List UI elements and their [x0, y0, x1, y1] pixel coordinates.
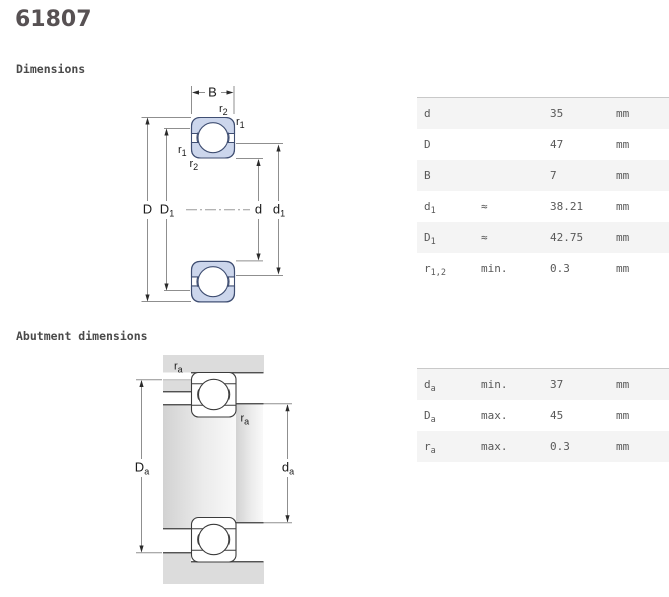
- label-d: d: [255, 202, 262, 217]
- dimension-qualifier: min.: [481, 262, 508, 275]
- bearing-cross-section-diagram: B D D1 d d1 r2 r1 r1 r2: [141, 85, 285, 303]
- dimension-symbol: d1: [424, 200, 436, 217]
- dimension-value: 38.21: [550, 200, 584, 213]
- dimension-unit: mm: [616, 169, 630, 182]
- label-r1-right: r1: [236, 116, 245, 130]
- dimension-unit: mm: [616, 107, 630, 120]
- dimension-qualifier: [481, 160, 550, 191]
- label-d1: d1: [273, 202, 285, 219]
- ball-bottom: [197, 266, 229, 298]
- dimension-unit: mm: [616, 200, 630, 213]
- table-row: r1,2 min. 0.3 mm: [417, 253, 669, 284]
- dimension-qualifier: min.: [481, 378, 508, 391]
- abutment-diagram: Da da ra ra: [135, 355, 294, 584]
- dimension-qualifier: [481, 98, 550, 129]
- label-ra-bottom: ra: [241, 413, 250, 427]
- dimension-symbol: Da: [424, 409, 436, 426]
- dimension-qualifier: [481, 129, 550, 160]
- dimensions-heading: Dimensions: [16, 62, 86, 76]
- abutment-dimension-arrows: [139, 380, 290, 553]
- shaft: [163, 403, 264, 530]
- table-row: d1 ≈38.21 mm: [417, 191, 669, 222]
- dimension-symbol: D1: [424, 231, 436, 248]
- dimension-value: 0.3: [550, 262, 570, 275]
- dimension-symbol: D: [424, 138, 431, 151]
- dimension-unit: mm: [616, 378, 630, 391]
- abutment-bearing-top: [190, 371, 237, 418]
- label-r2-top: r2: [219, 103, 228, 117]
- label-D: D: [143, 202, 152, 217]
- dimension-symbol: r1,2: [424, 262, 446, 279]
- abutment-heading: Abutment dimensions: [16, 329, 148, 343]
- label-r2-left: r2: [190, 158, 199, 172]
- table-row: ra max. 0.3 mm: [417, 431, 669, 462]
- page-title: 61807: [15, 7, 92, 32]
- dimension-value: 42.75: [550, 231, 584, 244]
- table-row: Da max. 45 mm: [417, 400, 669, 431]
- dimension-unit: mm: [616, 440, 630, 453]
- dimension-symbol: ra: [424, 440, 436, 457]
- bearing-section-top: [190, 116, 236, 159]
- dimension-unit: mm: [616, 138, 630, 151]
- dimension-value: 0.3: [550, 440, 570, 453]
- label-B: B: [208, 85, 217, 100]
- dimension-arrows: [145, 90, 281, 302]
- extension-lines: [141, 86, 283, 302]
- dimension-value: 7: [550, 169, 557, 182]
- abutment-bearing-bottom: [190, 516, 237, 563]
- dimension-value: 35: [550, 107, 564, 120]
- table-row: B 7 mm: [417, 160, 669, 191]
- table-row: D 47 mm: [417, 129, 669, 160]
- dimension-symbol: B: [424, 169, 431, 182]
- table-row: da min. 37 mm: [417, 369, 669, 400]
- label-D1: D1: [160, 202, 174, 219]
- dimension-value: 37: [550, 378, 564, 391]
- dimension-unit: mm: [616, 231, 630, 244]
- label-r1-left: r1: [178, 144, 187, 158]
- dimension-qualifier: ≈: [481, 231, 488, 244]
- dimension-value: 47: [550, 138, 564, 151]
- dimension-symbol: da: [424, 378, 436, 395]
- dimension-qualifier: ≈: [481, 200, 488, 213]
- table-row: d 35 mm: [417, 98, 669, 129]
- label-Da: Da: [135, 460, 149, 477]
- dimension-qualifier: max.: [481, 440, 508, 453]
- dimension-unit: mm: [616, 262, 630, 275]
- dimension-unit: mm: [616, 409, 630, 422]
- ball-top: [197, 122, 229, 154]
- label-da: da: [282, 460, 294, 477]
- table-row: D1 ≈42.75 mm: [417, 222, 669, 253]
- bearing-section-bottom: [190, 260, 236, 303]
- dimension-symbol: d: [424, 107, 431, 120]
- dimension-qualifier: max.: [481, 409, 508, 422]
- label-ra-top: ra: [174, 361, 183, 375]
- dimension-value: 45: [550, 409, 564, 422]
- dimension-lines: [147, 92, 279, 301]
- abutment-dimension-lines: [136, 379, 292, 554]
- housing-top: [163, 355, 264, 393]
